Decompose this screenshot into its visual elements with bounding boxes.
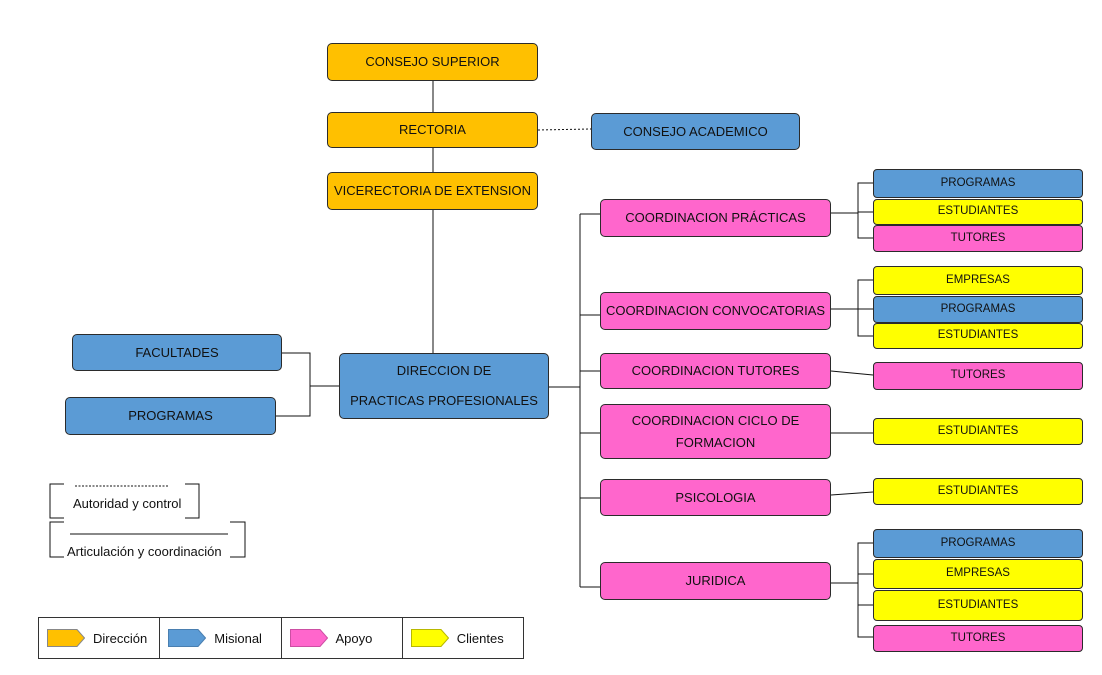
coordinacion-tutores-label: COORDINACION TUTORES — [631, 363, 800, 379]
leaf-label: ESTUDIANTES — [937, 424, 1019, 437]
legend-label: Clientes — [456, 630, 504, 646]
consejo-academico-box: CONSEJO ACADEMICO — [591, 113, 800, 150]
direccion-practicas-box: DIRECCION DE PRACTICAS PROFESIONALES — [339, 353, 549, 419]
legend-item-direccion: Dirección — [39, 618, 161, 658]
leaf-juridica-empresas: EMPRESAS — [873, 559, 1083, 589]
leaf-convocatorias-programas: PROGRAMAS — [873, 296, 1083, 323]
leaf-juridica-estudiantes: ESTUDIANTES — [873, 590, 1083, 621]
leaf-juridica-programas: PROGRAMAS — [873, 529, 1083, 558]
leaf-practicas-programas: PROGRAMAS — [873, 169, 1083, 198]
note-articulacion: Articulación y coordinación — [67, 544, 222, 559]
pentagon-icon — [289, 629, 328, 647]
consejo-superior-label: CONSEJO SUPERIOR — [365, 54, 500, 70]
leaf-label: TUTORES — [950, 231, 1006, 244]
legend: Dirección Misional Apoyo Clientes — [38, 617, 524, 659]
coordinacion-practicas-label: COORDINACION PRÁCTICAS — [625, 210, 806, 226]
psicologia-label: PSICOLOGIA — [675, 489, 756, 505]
programas-left-label: PROGRAMAS — [128, 408, 213, 424]
note-autoridad: Autoridad y control — [73, 496, 182, 511]
rectoria-label: RECTORIA — [399, 122, 466, 138]
leaf-label: ESTUDIANTES — [937, 329, 1019, 342]
leaf-label: TUTORES — [950, 369, 1006, 382]
legend-item-apoyo: Apoyo — [282, 618, 403, 658]
coordinacion-ciclo-line2: FORMACION — [675, 434, 756, 450]
coordinacion-convocatorias-box: COORDINACION CONVOCATORIAS — [600, 292, 831, 330]
leaf-ciclo-estudiantes: ESTUDIANTES — [873, 418, 1083, 445]
programas-box-left: PROGRAMAS — [65, 397, 276, 435]
vicerrectoria-label: VICERECTORIA DE EXTENSION — [334, 183, 531, 199]
leaf-label: EMPRESAS — [946, 567, 1010, 580]
leaf-label: ESTUDIANTES — [937, 484, 1019, 497]
pentagon-icon — [168, 629, 207, 647]
leaf-label: TUTORES — [950, 631, 1006, 644]
pentagon-icon — [410, 629, 449, 647]
leaf-practicas-tutores: TUTORES — [873, 225, 1083, 252]
leaf-label: ESTUDIANTES — [937, 205, 1019, 218]
leaf-label: PROGRAMAS — [940, 176, 1016, 189]
coordinacion-ciclo-box: COORDINACION CICLO DE FORMACION — [600, 404, 831, 459]
coordinacion-convocatorias-label: COORDINACION CONVOCATORIAS — [605, 303, 826, 319]
legend-item-clientes: Clientes — [403, 618, 523, 658]
leaf-convocatorias-empresas: EMPRESAS — [873, 266, 1083, 295]
coordinacion-practicas-box: COORDINACION PRÁCTICAS — [600, 199, 831, 237]
leaf-juridica-tutores: TUTORES — [873, 625, 1083, 652]
leaf-label: EMPRESAS — [946, 273, 1010, 286]
leaf-label: PROGRAMAS — [940, 302, 1016, 315]
consejo-superior-box: CONSEJO SUPERIOR — [327, 43, 538, 81]
legend-label: Misional — [214, 630, 262, 646]
direccion-label-line2: PRACTICAS PROFESIONALES — [350, 393, 538, 408]
psicologia-box: PSICOLOGIA — [600, 479, 831, 516]
leaf-label: ESTUDIANTES — [937, 598, 1019, 611]
leaf-tutores-tutores: TUTORES — [873, 362, 1083, 390]
legend-item-misional: Misional — [160, 618, 282, 658]
legend-label: Dirección — [93, 630, 148, 646]
facultades-label: FACULTADES — [135, 344, 219, 360]
leaf-label: PROGRAMAS — [940, 536, 1016, 549]
consejo-academico-label: CONSEJO ACADEMICO — [623, 123, 768, 139]
leaf-psicologia-estudiantes: ESTUDIANTES — [873, 478, 1083, 505]
leaf-practicas-estudiantes: ESTUDIANTES — [873, 199, 1083, 225]
coordinacion-tutores-box: COORDINACION TUTORES — [600, 353, 831, 389]
direccion-label-line1: DIRECCION DE — [396, 363, 492, 379]
legend-label: Apoyo — [335, 630, 373, 646]
facultades-box: FACULTADES — [72, 334, 282, 371]
pentagon-icon — [47, 629, 85, 647]
vicerrectoria-box: VICERECTORIA DE EXTENSION — [327, 172, 538, 210]
leaf-convocatorias-estudiantes: ESTUDIANTES — [873, 323, 1083, 349]
juridica-label: JURIDICA — [685, 573, 746, 589]
coordinacion-ciclo-line1: COORDINACION CICLO DE — [631, 412, 800, 428]
rectoria-box: RECTORIA — [327, 112, 538, 148]
juridica-box: JURIDICA — [600, 562, 831, 600]
